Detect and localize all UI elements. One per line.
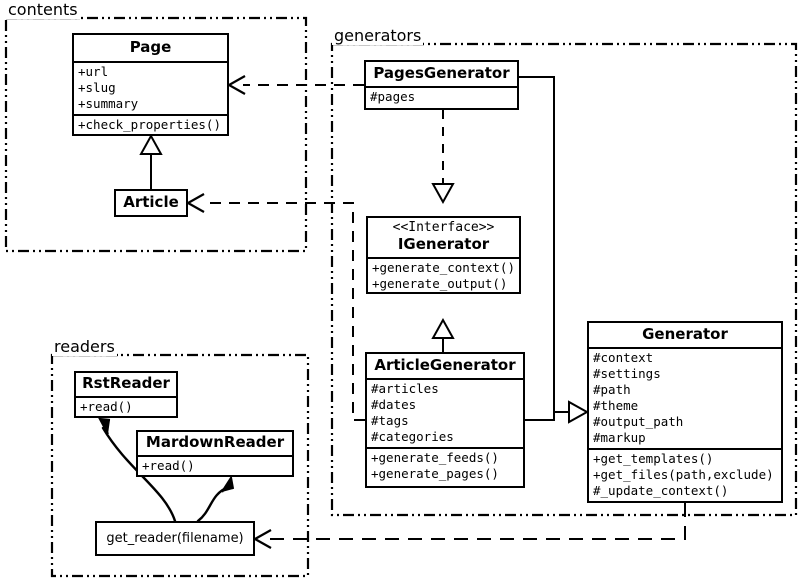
- operation-row: +generate_feeds(): [371, 449, 499, 465]
- edge-getreader-to-mardownreader-arrowhead: [221, 475, 235, 493]
- package-label-readers: readers: [52, 337, 117, 356]
- class-name-article: Article: [123, 193, 179, 211]
- attribute-row: #context: [593, 349, 654, 365]
- class-box-pagesgenerator[interactable]: PagesGenerator #pages: [364, 60, 519, 110]
- edge-article-to-page-arrowhead: [139, 133, 163, 155]
- edge-articlegenerator-to-article-arrowhead: [185, 193, 205, 213]
- attribute-row: +slug: [78, 79, 116, 95]
- class-operations-mardownreader: +read(): [138, 454, 292, 476]
- edge-generator-to-getreader-arrowhead: [252, 529, 272, 549]
- class-box-rstreader[interactable]: RstReader +read(): [74, 371, 178, 418]
- edge-to-generator-arrowhead: [568, 400, 590, 424]
- class-name-page: Page: [129, 38, 172, 56]
- class-name-igenerator: <<Interface>> IGenerator: [368, 218, 519, 257]
- class-attributes-generator: #context #settings #path #theme #output_…: [589, 346, 781, 448]
- class-name-text-igenerator: IGenerator: [397, 234, 490, 253]
- attribute-row: +url: [78, 63, 109, 79]
- class-box-mardownreader[interactable]: MardownReader +read(): [136, 430, 294, 477]
- operation-row: +get_files(path,exclude): [593, 466, 774, 482]
- class-box-generator[interactable]: Generator #context #settings #path #them…: [587, 321, 783, 503]
- class-name-generator: Generator: [642, 325, 728, 343]
- attribute-row: #articles: [371, 380, 439, 396]
- attribute-row: #theme: [593, 397, 639, 413]
- class-name-mardownreader: MardownReader: [145, 433, 285, 451]
- edge-articlegenerator-to-article-shaft: [203, 202, 365, 421]
- operation-row: +check_properties(): [78, 116, 221, 132]
- operation-row: +read(): [142, 457, 195, 473]
- class-name-articlegenerator: ArticleGenerator: [374, 356, 516, 374]
- attribute-row: #output_path: [593, 413, 684, 429]
- class-box-igenerator[interactable]: <<Interface>> IGenerator +generate_conte…: [366, 216, 521, 294]
- class-attributes-page: +url +slug +summary: [74, 60, 227, 114]
- class-attributes-pagesgenerator: #pages: [366, 85, 517, 107]
- node-get-reader[interactable]: get_reader(filename): [95, 521, 255, 556]
- class-operations-igenerator: +generate_context() +generate_output(): [368, 256, 519, 294]
- attribute-row: +summary: [78, 95, 139, 111]
- class-name-pagesgenerator: PagesGenerator: [373, 64, 510, 82]
- class-stereotype-igenerator: <<Interface>>: [392, 220, 495, 235]
- edge-articlegenerator-to-generator-shaft: [525, 412, 555, 421]
- class-operations-page: +check_properties(): [74, 113, 227, 135]
- operation-row: +generate_context(): [372, 259, 515, 275]
- attribute-row: #markup: [593, 429, 646, 445]
- attribute-row: #categories: [371, 428, 454, 444]
- class-box-page[interactable]: Page +url +slug +summary +check_properti…: [72, 33, 229, 136]
- edge-pagesgenerator-to-generator-shaft: [519, 76, 570, 413]
- node-get-reader-label: get_reader(filename): [106, 531, 244, 546]
- attribute-row: #pages: [370, 88, 416, 104]
- attribute-row: #tags: [371, 412, 409, 428]
- class-box-article[interactable]: Article: [114, 189, 188, 217]
- attribute-row: #settings: [593, 365, 661, 381]
- class-operations-articlegenerator: +generate_feeds() +generate_pages(): [367, 446, 523, 484]
- class-attributes-articlegenerator: #articles #dates #tags #categories: [367, 377, 523, 447]
- edge-generator-to-getreader-shaft: [269, 503, 686, 540]
- operation-row: +get_templates(): [593, 450, 714, 466]
- class-operations-rstreader: +read(): [76, 395, 176, 417]
- attribute-row: #path: [593, 381, 631, 397]
- edge-getreader-to-rstreader-arrowhead: [98, 417, 111, 435]
- package-label-contents: contents: [6, 0, 80, 19]
- operation-row: +read(): [80, 398, 133, 414]
- class-operations-generator: +get_templates() +get_files(path,exclude…: [589, 447, 781, 501]
- class-name-rstreader: RstReader: [82, 374, 170, 392]
- edge-pagesgenerator-to-igenerator-arrowhead: [431, 183, 455, 205]
- operation-row: +generate_pages(): [371, 465, 499, 481]
- operation-row: #_update_context(): [593, 482, 729, 498]
- edge-articlegenerator-to-igenerator-arrowhead: [431, 317, 455, 339]
- edge-pagesgenerator-to-page-arrowhead: [226, 75, 246, 95]
- package-label-generators: generators: [332, 26, 424, 45]
- class-box-articlegenerator[interactable]: ArticleGenerator #articles #dates #tags …: [365, 352, 525, 488]
- edge-getreader-to-mardownreader-shaft: [196, 485, 230, 523]
- operation-row: +generate_output(): [372, 275, 508, 291]
- attribute-row: #dates: [371, 396, 417, 412]
